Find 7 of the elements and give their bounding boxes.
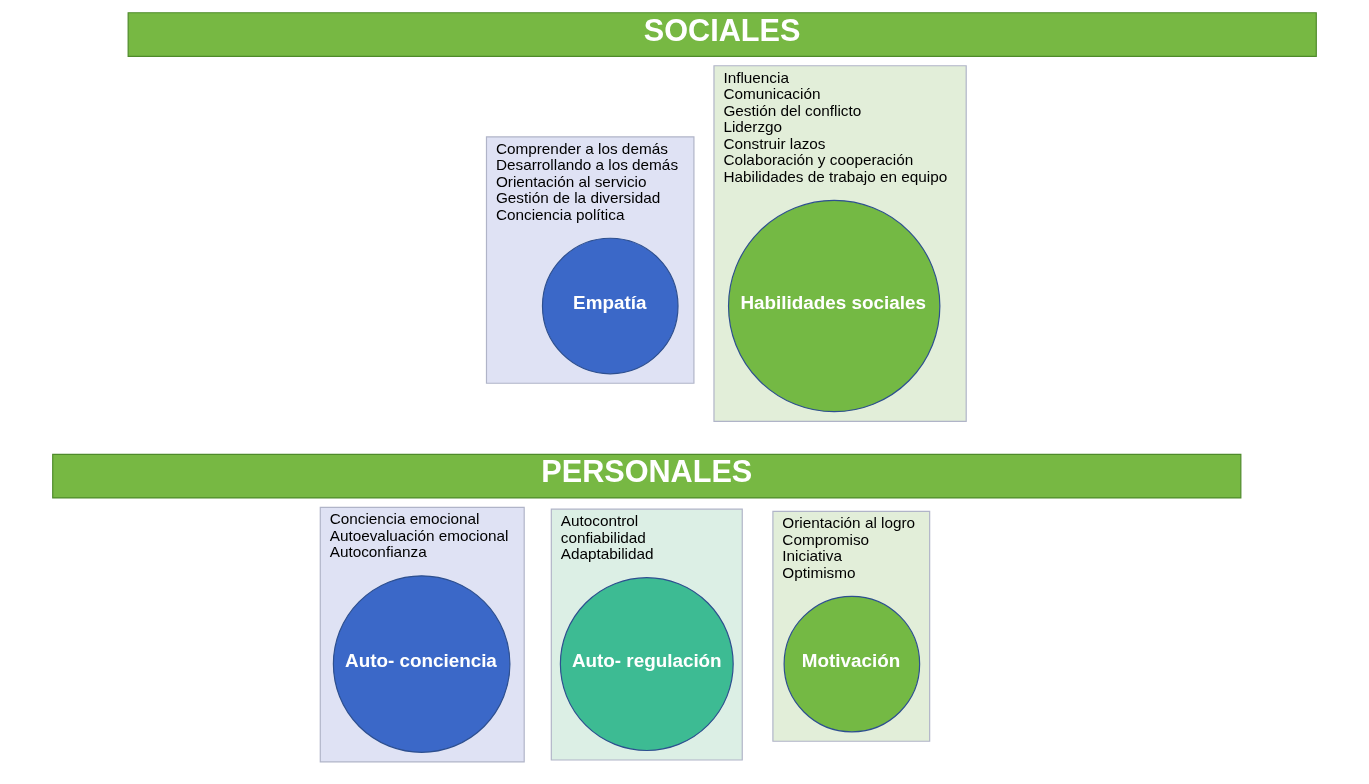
node-circle: Motivación (783, 595, 921, 733)
node-circle: Auto- conciencia (332, 575, 511, 753)
node-circle: Habilidades sociales (727, 199, 941, 413)
node-box: PERSONALES (52, 453, 1242, 499)
node-circle: Auto- regulación (559, 577, 734, 752)
node-circle: Empatía (541, 237, 679, 375)
node-box: SOCIALES (127, 12, 1317, 57)
